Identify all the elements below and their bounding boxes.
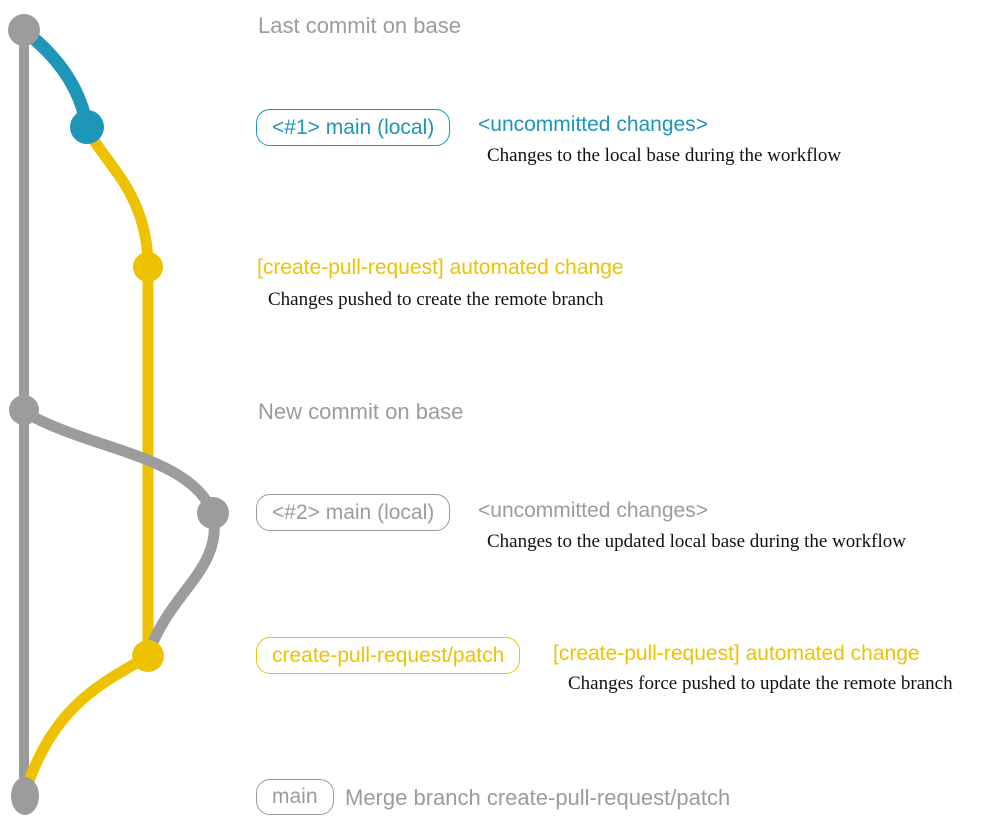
commit-dot-remote-push-1 [133,252,163,282]
patch-merge-curve [20,650,154,796]
last-commit-label: Last commit on base [258,13,461,38]
commit-dot-local-main-2 [197,497,229,529]
patch-branch-out-curve [81,121,154,273]
commit-dot-local-main-1 [70,110,104,144]
branch-tag-main: main [256,779,334,815]
updated-local-main-in-curve [142,507,220,662]
commit-description-3: Changes to the updated local base during… [487,531,906,552]
commit-message-uncommitted-2: <uncommitted changes> [478,499,708,522]
commit-dot-merge [11,777,39,815]
commit-dot-remote-force-push [132,640,164,672]
updated-local-main-out-curve [18,406,219,519]
commit-dot-last-base [8,14,40,46]
commit-description-2: Changes pushed to create the remote bran… [268,289,604,310]
merge-commit-label: Merge branch create-pull-request/patch [345,785,731,810]
new-commit-label: New commit on base [258,399,464,424]
commit-description-4: Changes force pushed to update the remot… [568,673,953,694]
commit-message-automated-1: [create-pull-request] automated change [257,256,624,279]
branch-tag-main-local-1: <#1> main (local) [256,109,451,146]
commit-message-automated-2: [create-pull-request] automated change [553,642,920,665]
commit-description-1: Changes to the local base during the wor… [487,145,842,166]
commit-dot-new-base [9,395,39,425]
branch-tag-create-pull-request-patch: create-pull-request/patch [256,637,521,674]
branch-tag-main-local-2: <#2> main (local) [256,494,451,531]
commit-message-uncommitted-1: <uncommitted changes> [478,113,708,136]
